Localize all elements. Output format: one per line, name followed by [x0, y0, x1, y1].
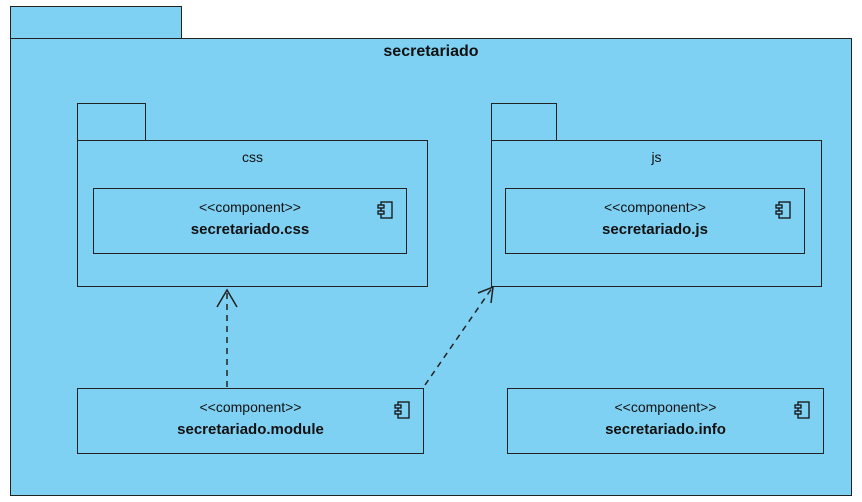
uml-component-icon	[394, 401, 410, 419]
dependency-module-to-js	[424, 285, 494, 386]
package-tab-secretariado	[10, 6, 182, 39]
package-title-css: css	[242, 149, 263, 165]
component-stereotype: <<component>>	[199, 399, 302, 415]
component-name: secretariado.info	[605, 421, 726, 438]
package-title-js: js	[651, 149, 662, 165]
component-secretariado-info[interactable]: <<component>> secretariado.info	[507, 388, 824, 454]
component-name: secretariado.js	[602, 221, 708, 238]
component-secretariado-js[interactable]: <<component>> secretariado.js	[505, 188, 805, 254]
uml-component-icon	[775, 201, 791, 219]
component-secretariado-css[interactable]: <<component>> secretariado.css	[93, 188, 407, 254]
uml-component-icon	[794, 401, 810, 419]
component-stereotype: <<component>>	[604, 199, 706, 215]
package-tab-css	[77, 103, 146, 141]
component-secretariado-module[interactable]: <<component>> secretariado.module	[77, 388, 424, 454]
package-title-secretariado: secretariado	[383, 43, 479, 60]
component-stereotype: <<component>>	[614, 399, 717, 415]
uml-component-icon	[377, 201, 393, 219]
dependency-module-to-css	[216, 288, 238, 387]
component-name: secretariado.css	[190, 221, 310, 238]
component-name: secretariado.module	[177, 421, 324, 438]
component-stereotype: <<component>>	[199, 199, 301, 215]
